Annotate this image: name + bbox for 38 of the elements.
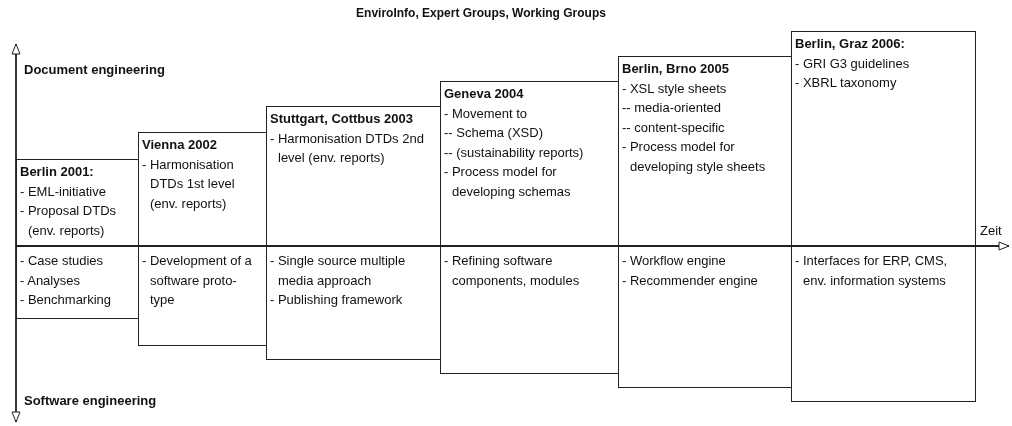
bullet-item: - Refining software components, modules bbox=[444, 252, 581, 290]
bullet-item: -- Schema (XSD) bbox=[444, 124, 544, 142]
bullet-item: - Analyses bbox=[20, 271, 81, 290]
software-box bbox=[791, 246, 976, 402]
milestone-heading: Vienna 2002 bbox=[142, 136, 218, 154]
milestone-heading: Stuttgart, Cottbus 2003 bbox=[270, 110, 414, 128]
bullet-item: - Single source multiple media approach bbox=[270, 252, 407, 290]
software-box bbox=[16, 246, 139, 319]
bullet-item: - Benchmarking bbox=[20, 291, 113, 309]
diagram-title: EnviroInfo, Expert Groups, Working Groups bbox=[355, 6, 607, 20]
bullet-item: - XSL style sheets bbox=[622, 79, 728, 98]
milestone-heading: Geneva 2004 bbox=[444, 85, 525, 103]
milestone-box bbox=[16, 159, 139, 247]
bullet-item: - Development of a software proto- type bbox=[142, 252, 253, 309]
milestone-heading: Berlin, Graz 2006: bbox=[795, 35, 906, 53]
bullet-item: - EML-initiative bbox=[20, 182, 107, 201]
milestone-heading: Berlin, Brno 2005 bbox=[622, 60, 730, 78]
bullet-item: - Process model for developing style sheets bbox=[622, 138, 767, 176]
axis-label: Document engineering bbox=[24, 62, 165, 77]
bullet-item: - GRI G3 guidelines bbox=[795, 54, 911, 73]
axis-label: Zeit bbox=[980, 223, 1002, 238]
bullet-item: - Process model for developing schemas bbox=[444, 163, 572, 201]
bullet-item: - Movement to bbox=[444, 104, 529, 123]
bullet-item: - Case studies bbox=[20, 252, 105, 270]
bullet-item: - Harmonisation DTDs 2nd level (env. reports) bbox=[270, 129, 425, 167]
bullet-item: - Publishing framework bbox=[270, 291, 404, 309]
bullet-item: -- (sustainability reports) bbox=[444, 143, 585, 162]
bullet-item: -- media-oriented bbox=[622, 99, 722, 117]
axis-label: Software engineering bbox=[24, 393, 157, 408]
milestone-heading: Berlin 2001: bbox=[20, 163, 95, 181]
bullet-item: - XBRL taxonomy bbox=[795, 74, 898, 92]
bullet-item: - Workflow engine bbox=[622, 252, 727, 270]
bullet-item: - Interfaces for ERP, CMS, env. information systems bbox=[795, 252, 949, 290]
bullet-item: - Proposal DTDs (env. reports) bbox=[20, 202, 118, 240]
bullet-item: - Recommender engine bbox=[622, 271, 759, 290]
milestone-box bbox=[791, 31, 976, 247]
bullet-item: - Harmonisation DTDs 1st level (env. reports) bbox=[142, 155, 236, 213]
bullet-item: -- content-specific bbox=[622, 118, 726, 137]
